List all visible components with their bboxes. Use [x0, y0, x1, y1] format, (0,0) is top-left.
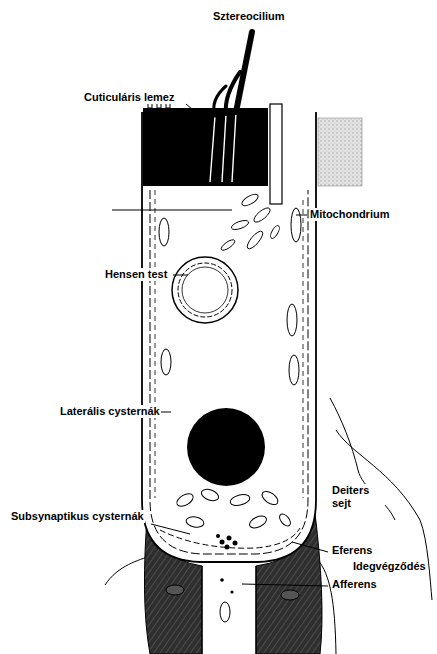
part-label: Hensen test — [104, 268, 168, 281]
nerve-ending — [281, 590, 299, 600]
cell-membrane — [150, 190, 308, 554]
hensen-body — [172, 257, 238, 323]
leader-lines — [186, 104, 198, 114]
mitochondria — [175, 491, 196, 509]
deiters-cell-outline — [336, 430, 432, 600]
stereocilia — [214, 32, 252, 116]
hensen-body — [178, 263, 232, 317]
synaptic-vesicles — [216, 534, 220, 538]
mitochondria — [200, 487, 220, 503]
mitochondria — [289, 355, 299, 385]
synaptic-vesicles — [233, 541, 238, 546]
mitochondria — [159, 208, 301, 530]
stereocilia — [226, 72, 240, 114]
synaptic-vesicles — [216, 534, 238, 550]
mitochondria — [229, 493, 251, 508]
part-label: Idegvégződés — [352, 560, 427, 573]
part-label: Subsynaptikus cysternák — [10, 510, 145, 523]
leader-lines — [242, 584, 328, 586]
nerve-ending — [230, 590, 233, 593]
part-label: Sztereocilium — [212, 10, 286, 23]
nucleus — [187, 408, 265, 486]
neighbour-cell — [318, 118, 362, 186]
nucleus — [187, 408, 265, 486]
mitochondria — [185, 516, 204, 529]
mitochondria — [159, 218, 169, 246]
synaptic-vesicles — [220, 540, 225, 545]
part-label: Afferens — [331, 578, 378, 591]
subcuticular-cisternae — [230, 219, 249, 232]
cuticular-plate — [143, 100, 282, 204]
cell-membrane — [303, 200, 304, 498]
cuticular-plate — [143, 108, 268, 186]
subcuticular-cisternae — [245, 229, 265, 251]
cuticular-plate — [210, 112, 236, 182]
part-label: Eferens — [331, 544, 373, 557]
mitochondria — [277, 512, 292, 528]
mitochondria — [260, 489, 280, 508]
mitochondria — [291, 208, 301, 242]
leader-lines — [112, 210, 232, 211]
leader-lines — [292, 542, 328, 552]
subcuticular-cisternae — [252, 206, 272, 225]
leader-lines — [296, 215, 307, 216]
nerve-ending — [202, 566, 256, 654]
subcuticular-cisternae — [220, 192, 281, 252]
part-label: Deiters sejt — [331, 484, 385, 510]
cuticular-plate — [270, 104, 282, 204]
mitochondria — [248, 514, 269, 531]
mitochondria — [287, 304, 297, 336]
mitochondria — [161, 349, 171, 375]
part-label: Laterális cysternák — [59, 405, 161, 418]
cell-membrane — [160, 528, 300, 548]
neighbour-cell — [318, 118, 362, 186]
subcuticular-cisternae — [220, 238, 237, 252]
synaptic-vesicles — [225, 545, 230, 550]
hensen-body — [172, 257, 238, 323]
synaptic-vesicles — [227, 536, 232, 541]
deiters-cell-outline — [330, 398, 395, 520]
stereocilia — [214, 86, 226, 116]
subcuticular-cisternae — [269, 224, 281, 239]
cell-membrane — [155, 190, 156, 498]
leader-lines — [173, 275, 188, 276]
subcuticular-cisternae — [240, 192, 260, 208]
hensen-body — [182, 267, 228, 313]
nerve-ending — [166, 585, 184, 595]
deiters-cell-outline — [105, 556, 150, 585]
nerve-ending — [220, 578, 224, 582]
leader-lines — [151, 524, 190, 534]
nerve-ending — [220, 602, 230, 622]
part-label: Cuticuláris lemez — [83, 91, 175, 104]
part-label: Mitochondrium — [309, 208, 390, 221]
